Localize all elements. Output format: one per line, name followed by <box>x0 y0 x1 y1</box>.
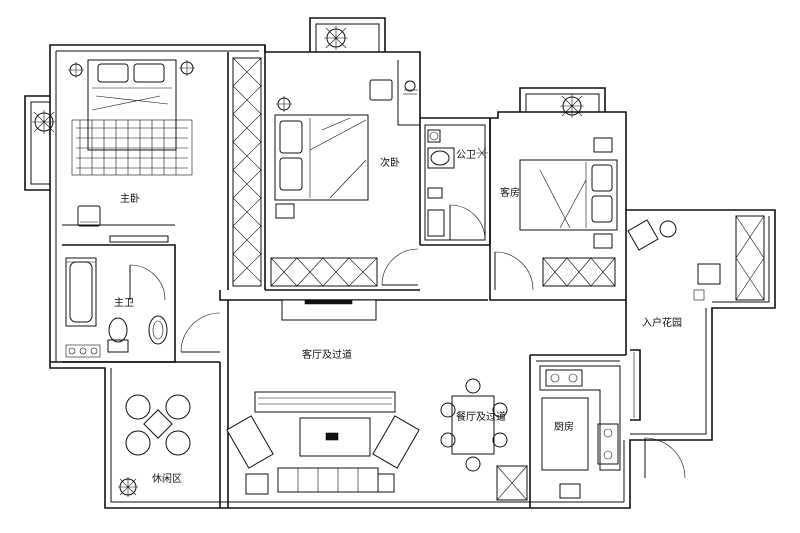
kitchen-counter <box>539 365 621 471</box>
lamp-icon <box>476 147 488 159</box>
nightstand <box>275 203 295 219</box>
bed-icon <box>274 114 369 201</box>
bathtub-icon <box>65 257 97 327</box>
lamp-icon <box>179 60 195 76</box>
chair-icon <box>77 205 101 227</box>
sink-icon <box>148 315 168 345</box>
label-guest-room: 客房 <box>500 186 520 199</box>
label-entrance: 入户花园 <box>642 316 682 329</box>
potted-plant-icon <box>32 110 56 134</box>
label-public-bath: 公卫 <box>456 150 476 161</box>
potted-plant-icon <box>118 477 138 497</box>
label-dining-line: 餐厅及过道 <box>456 410 506 423</box>
table-icon <box>627 219 677 251</box>
door-swing-icon <box>381 248 419 286</box>
label-master-bedroom: 主卧 <box>120 192 140 205</box>
lamp-icon <box>276 96 292 112</box>
doors <box>129 60 686 479</box>
door-swing-icon <box>494 251 534 291</box>
door-swing-icon <box>644 437 686 479</box>
label-living: 客厅及过道 <box>302 348 352 361</box>
wardrobes <box>232 57 765 501</box>
bath-cabinet <box>427 187 445 237</box>
label-master-bath: 主卫 <box>114 297 134 309</box>
door-swing-icon <box>397 60 420 126</box>
coffee-table <box>299 417 371 457</box>
bed-icon <box>519 159 618 231</box>
label-balcony: 休闲区 <box>152 472 182 485</box>
toilet-icon <box>107 317 129 353</box>
table-icon <box>125 394 191 456</box>
bath-shelf <box>65 344 101 358</box>
desk <box>109 235 169 243</box>
door-swing-icon <box>180 312 221 353</box>
side-table <box>245 473 395 495</box>
sink-icon <box>427 129 441 143</box>
shoe-cabinet <box>693 263 721 301</box>
exterior-walls <box>49 44 776 509</box>
door-swing-icon <box>129 264 166 301</box>
sink-icon <box>559 483 581 499</box>
window-bays <box>24 17 641 421</box>
lamp-icon <box>68 62 84 78</box>
lamp-icon <box>403 80 417 95</box>
nightstand <box>593 137 613 249</box>
door-swing-icon <box>449 204 486 241</box>
potted-plant-icon <box>324 26 348 50</box>
label-kitchen: 厨房 <box>554 420 574 433</box>
toilet-icon <box>427 147 455 169</box>
master-bed-icon <box>71 59 193 176</box>
interior-walls <box>50 45 627 508</box>
stove-icon <box>597 423 619 465</box>
label-dining: 餐厅及过道 <box>456 410 506 423</box>
chair-icon <box>369 79 393 101</box>
label-second-bedroom: 次卧 <box>380 156 400 169</box>
potted-plant-icon <box>560 94 584 118</box>
dining-table-icon <box>440 378 508 472</box>
sofa-icon <box>226 391 420 493</box>
room-labels: 主卧 次卧 客房 公卫 主卫 客厅及过道 餐厅及过道 厨房 休闲区 入户花园 <box>114 150 682 485</box>
